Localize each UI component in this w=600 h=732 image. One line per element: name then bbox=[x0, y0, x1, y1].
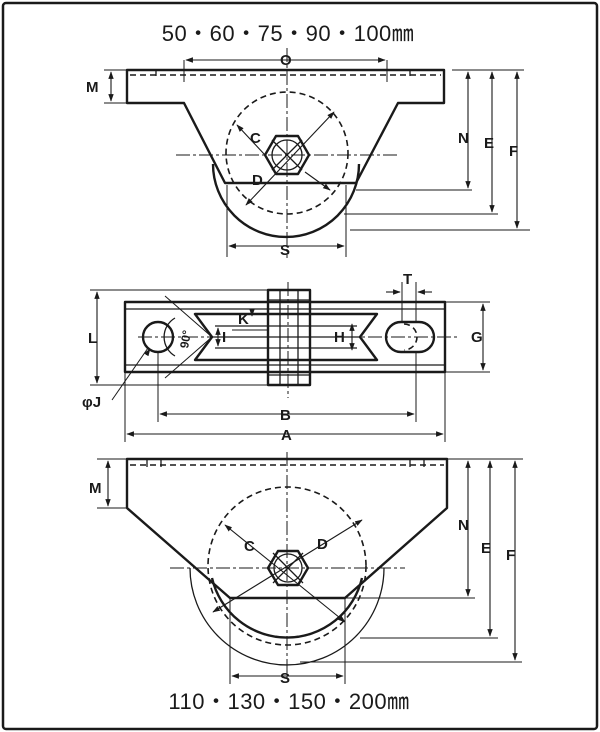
dim-M: M bbox=[86, 79, 99, 96]
dim-A: A bbox=[281, 427, 292, 444]
axle-lines bbox=[268, 290, 310, 385]
size-range-small: 50・60・75・90・100㎜ bbox=[162, 21, 415, 46]
dim-T: T bbox=[403, 271, 412, 288]
dim-G: G bbox=[471, 329, 483, 346]
wheel-arc bbox=[211, 163, 361, 239]
plate-flanges bbox=[125, 308, 445, 366]
plan-view: T K L G I H 90° φJ B A bbox=[82, 271, 490, 444]
dim-S: S bbox=[280, 242, 290, 259]
leader-D-large bbox=[212, 519, 363, 613]
hole-ticks-large bbox=[146, 459, 425, 467]
dim-N-large: N bbox=[458, 517, 469, 534]
bottom-view: M C D N E F S 110・130・150・200㎜ bbox=[89, 452, 523, 714]
leader-D bbox=[245, 111, 335, 206]
dim-L: L bbox=[88, 330, 97, 347]
dim-D-large: D bbox=[317, 536, 328, 553]
dim-phiJ: φJ bbox=[82, 394, 101, 411]
dim-N: N bbox=[458, 130, 469, 147]
hole-ticks bbox=[155, 70, 411, 76]
size-range-large: 110・130・150・200㎜ bbox=[168, 689, 409, 714]
angle-arc bbox=[163, 317, 176, 357]
dim-H: H bbox=[334, 329, 345, 346]
dim-E: E bbox=[484, 135, 494, 152]
dim-C-large: C bbox=[244, 538, 255, 555]
dim-S-large: S bbox=[280, 670, 290, 687]
dim-E-large: E bbox=[481, 540, 491, 557]
dim-B: B bbox=[280, 407, 291, 424]
dim-I: I bbox=[222, 329, 226, 346]
dim-K: K bbox=[238, 311, 249, 328]
bracket-outline bbox=[125, 68, 446, 185]
dim-O: O bbox=[280, 52, 292, 69]
leader-D-end bbox=[304, 171, 331, 191]
dim-F: F bbox=[509, 143, 518, 160]
dim-M-large: M bbox=[89, 480, 102, 497]
dim-D: D bbox=[252, 172, 263, 189]
top-view: 50・60・75・90・100㎜ O M C D N E bbox=[86, 21, 530, 259]
angle-90: 90° bbox=[177, 329, 194, 349]
dim-C: C bbox=[250, 130, 261, 147]
dim-F-large: F bbox=[506, 547, 515, 564]
